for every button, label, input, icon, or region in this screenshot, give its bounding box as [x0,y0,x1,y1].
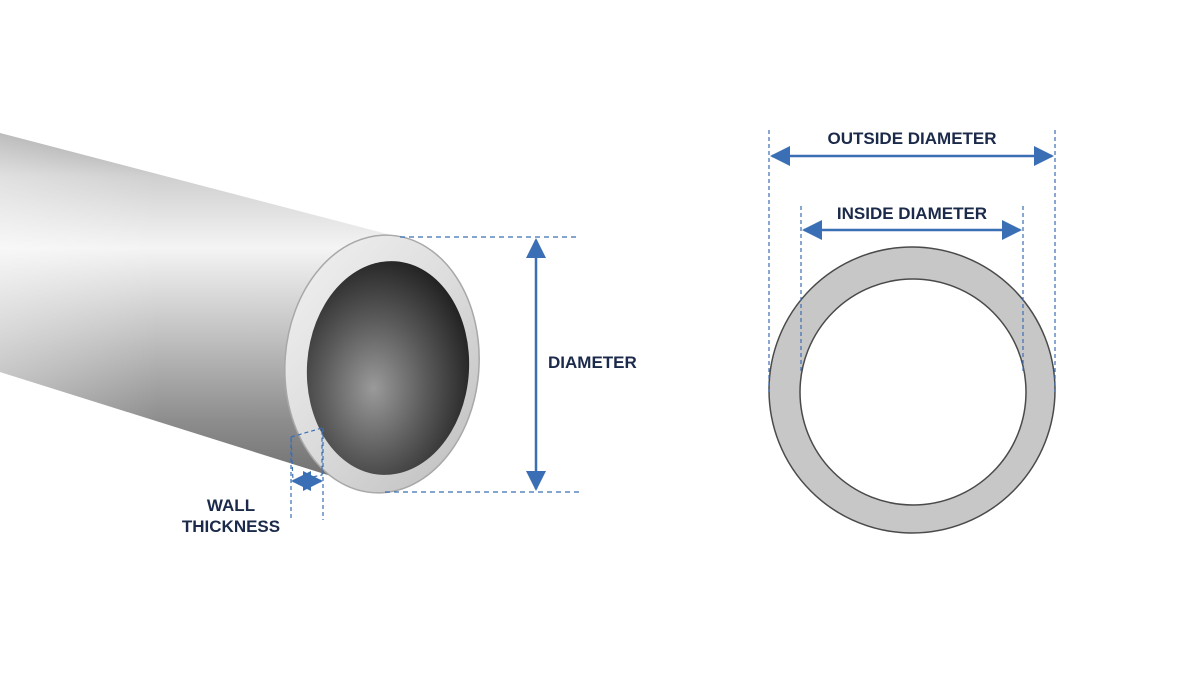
wall-thickness-dimension: WALL THICKNESS [182,427,324,536]
pipe-3d-illustration [0,133,480,494]
wall-label-line1: WALL [207,496,255,515]
inside-diameter-dimension: INSIDE DIAMETER [800,204,1024,372]
diameter-dimension: DIAMETER [385,236,637,493]
cross-section-ring [768,246,1056,534]
outside-diameter-dimension: OUTSIDE DIAMETER [768,129,1056,392]
wall-label-line2: THICKNESS [182,517,280,536]
pipe-inner-bore [306,261,470,475]
diameter-label: DIAMETER [548,353,637,372]
outside-diameter-label: OUTSIDE DIAMETER [827,129,996,148]
pipe-cross-section [768,246,1056,534]
inside-diameter-label: INSIDE DIAMETER [837,204,987,223]
